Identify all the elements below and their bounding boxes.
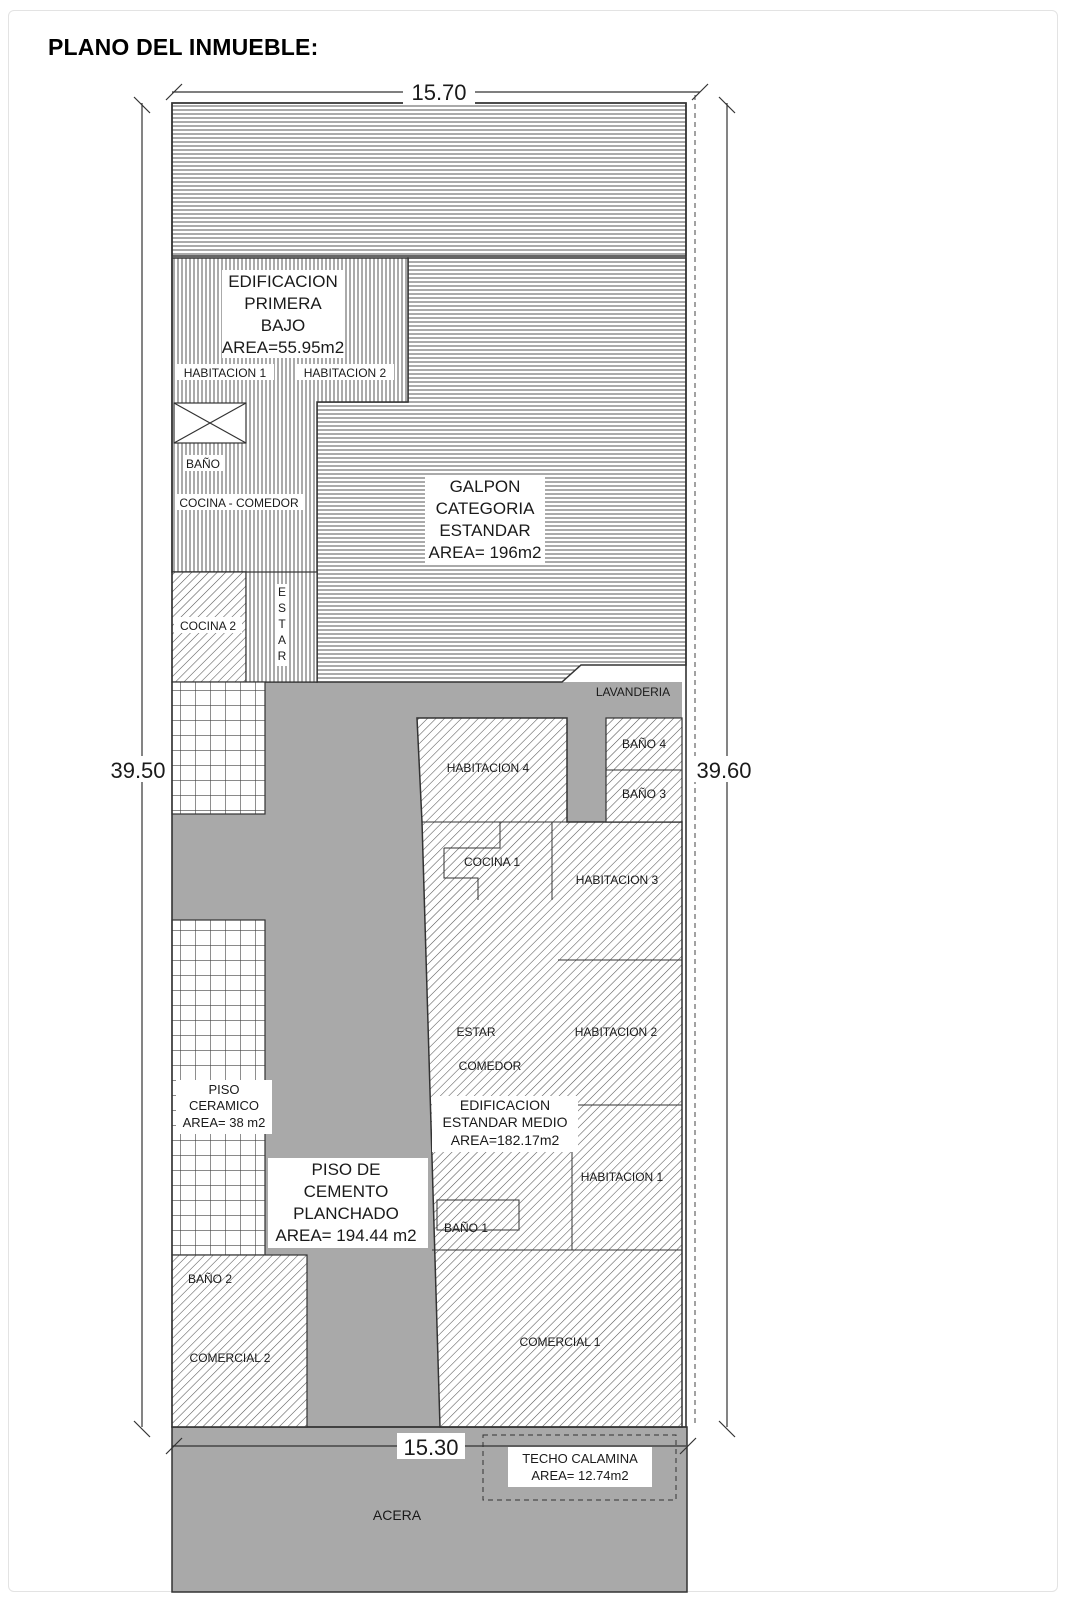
room-habitacion1: HABITACION 1 — [581, 1170, 664, 1184]
room-lavanderia: LAVANDERIA — [596, 685, 670, 699]
estar-vert-bg — [276, 584, 288, 666]
cemento-l3: PLANCHADO — [293, 1204, 399, 1223]
primera-l1: EDIFICACION — [228, 272, 338, 291]
top-band — [171, 102, 687, 257]
dim-top-label-bg — [403, 80, 475, 104]
room-bano2: BAÑO 2 — [188, 1272, 232, 1286]
cemento-l1: PISO DE — [312, 1160, 381, 1179]
cocina-comedor-bg — [175, 494, 303, 510]
medio-label-bg — [432, 1096, 578, 1152]
room-comedor: COMEDOR — [459, 1059, 522, 1073]
cemento-l4: AREA= 194.44 m2 — [275, 1226, 416, 1245]
dim-top-tick-r — [691, 83, 709, 101]
calamina-l2: AREA= 12.74m2 — [531, 1468, 628, 1483]
calamina-l1: TECHO CALAMINA — [522, 1451, 638, 1466]
ceramico-l2: CERAMICO — [189, 1098, 259, 1113]
medio-l3: AREA=182.17m2 — [451, 1132, 560, 1148]
galpon-l4: AREA= 196m2 — [429, 543, 542, 562]
room-habitacion3: HABITACION 3 — [576, 873, 659, 887]
dim-left-tick-b — [133, 1420, 151, 1438]
room-cocina2: COCINA 2 — [180, 619, 236, 633]
room-acera: ACERA — [373, 1507, 422, 1523]
primera-l2: PRIMERA — [244, 294, 322, 313]
galpon-l1: GALPON — [450, 477, 521, 496]
dim-left-label: 39.50 — [110, 758, 165, 783]
primera-label-bg — [222, 270, 344, 358]
primera-l3: BAJO — [261, 316, 305, 335]
dim-left-tick-t — [133, 96, 151, 114]
cocina1-outline — [443, 822, 501, 900]
room-estar-t: T — [278, 617, 286, 631]
room-cocina1: COCINA 1 — [464, 855, 520, 869]
room-estar-a: A — [278, 633, 286, 647]
ceramico-l3: AREA= 38 m2 — [183, 1115, 266, 1130]
room-cocina-comedor: COCINA - COMEDOR — [179, 496, 299, 510]
ceramico-label-bg — [176, 1080, 272, 1134]
room-habitacion2: HABITACION 2 — [575, 1025, 658, 1039]
room-bano: BAÑO — [186, 457, 220, 471]
room-estar-s: S — [278, 601, 286, 615]
lot-outline — [171, 102, 687, 1428]
dim-top-label: 15.70 — [411, 80, 466, 105]
room-bano1: BAÑO 1 — [444, 1221, 488, 1235]
dim-right-tick-b — [718, 1420, 736, 1438]
dim-bottom-tick-l — [165, 1437, 183, 1455]
room-habitacion1-top: HABITACION 1 — [184, 366, 267, 380]
dim-right-label-bg — [690, 756, 758, 782]
bano1-outline — [436, 1199, 520, 1231]
habitacion1-top-bg — [176, 364, 274, 380]
calamina-label-bg — [508, 1447, 652, 1487]
room-bano4: BAÑO 4 — [622, 737, 666, 751]
calamina-box — [482, 1434, 677, 1501]
cemento-label-bg — [268, 1158, 428, 1248]
dim-bottom-tick-r — [679, 1437, 697, 1455]
dim-top-tick-l — [165, 83, 183, 101]
dim-bottom-label-bg — [397, 1433, 465, 1459]
bano-bg — [183, 455, 223, 471]
room-habitacion2-top: HABITACION 2 — [304, 366, 387, 380]
room-estar-e: E — [278, 585, 286, 599]
room-estar-r: R — [278, 649, 287, 663]
dim-right-label: 39.60 — [696, 758, 751, 783]
dim-right-tick-t — [718, 96, 736, 114]
medio-l1: EDIFICACION — [460, 1097, 550, 1113]
galpon-l2: CATEGORIA — [436, 499, 536, 518]
cemento-l2: CEMENTO — [304, 1182, 389, 1201]
cocina2-bg — [174, 617, 242, 633]
room-estar: ESTAR — [456, 1025, 495, 1039]
medio-area — [416, 717, 683, 1428]
dim-bottom-label: 15.30 — [403, 1435, 458, 1460]
medio-l2: ESTANDAR MEDIO — [443, 1114, 568, 1130]
stair-cross-b — [173, 402, 247, 444]
room-bano3: BAÑO 3 — [622, 787, 666, 801]
galpon-l3: ESTANDAR — [439, 521, 530, 540]
ceramico-l1: PISO — [208, 1082, 239, 1097]
room-comercial1: COMERCIAL 1 — [520, 1335, 601, 1349]
room-habitacion4: HABITACION 4 — [447, 761, 530, 775]
dim-left-label-bg — [106, 756, 170, 782]
room-comercial2: COMERCIAL 2 — [190, 1351, 271, 1365]
primera-l4: AREA=55.95m2 — [222, 338, 344, 357]
galpon-label-bg — [425, 475, 545, 563]
ceramico-upper — [171, 681, 266, 815]
habitacion2-top-bg — [296, 364, 394, 380]
page-title: PLANO DEL INMUEBLE: — [48, 34, 319, 60]
